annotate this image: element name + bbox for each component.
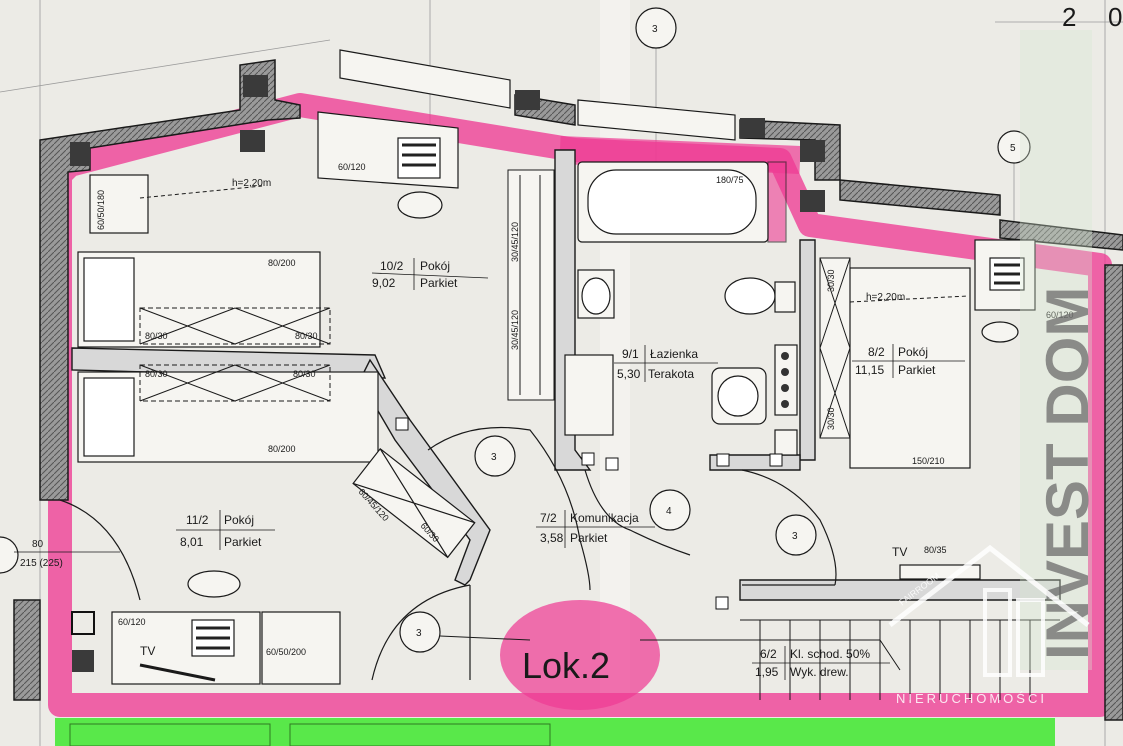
bed-8-dim: 150/210 <box>912 456 945 466</box>
svg-text:9,02: 9,02 <box>372 276 396 290</box>
door-swings <box>59 426 837 681</box>
night-4-dim: 80/30 <box>293 369 316 379</box>
highlight-label-area <box>500 600 660 710</box>
bed-2-dim: 80/200 <box>268 444 296 454</box>
wardrobe-diagonal <box>352 447 476 559</box>
tv-right-label: TV <box>892 545 907 559</box>
tv-left-label: TV <box>140 644 155 658</box>
svg-text:Parkiet: Parkiet <box>570 531 608 545</box>
svg-text:Pokój: Pokój <box>898 345 928 359</box>
bathroom-fixtures <box>564 161 798 456</box>
svg-text:6/2: 6/2 <box>760 647 777 661</box>
left-dim-215: 215 (225) <box>20 558 63 569</box>
hall-closets <box>507 169 851 439</box>
svg-text:7/2: 7/2 <box>540 511 557 525</box>
svg-text:9/1: 9/1 <box>622 347 639 361</box>
desk-bottom-dim: 60/120 <box>118 617 146 627</box>
page-number-cut: 0 <box>1108 2 1122 32</box>
wardrobe-mid-dim: 30/45/120 <box>510 222 520 262</box>
door-marker-d: 3 <box>792 531 798 542</box>
room-label-9: 9/1 Łazienka 5,30 Terakota <box>614 345 718 382</box>
cabinet-8b-dim: 30/30 <box>826 407 836 430</box>
inner-walls <box>71 149 1061 601</box>
svg-text:8/2: 8/2 <box>868 345 885 359</box>
left-dim-80: 80 <box>32 539 44 550</box>
svg-text:Łazienka: Łazienka <box>650 347 698 361</box>
door-marker-a: 3 <box>491 452 497 463</box>
page-number: 2 <box>1062 2 1076 32</box>
unit-label: Lok.2 <box>522 645 610 686</box>
room-label-11: 11/2 Pokój 8,01 Parkiet <box>176 510 275 550</box>
svg-text:8,01: 8,01 <box>180 535 204 549</box>
svg-text:5,30: 5,30 <box>617 367 641 381</box>
wardrobe-mid-2-dim: 30/45/120 <box>510 310 520 350</box>
desk-top-dim: 60/120 <box>338 162 366 172</box>
desk-room-11 <box>111 570 341 685</box>
watermark-brand: NIERUCHOMOŚCI <box>896 691 1047 706</box>
svg-text:Terakota: Terakota <box>648 367 694 381</box>
dresser-bottom-dim: 60/50/200 <box>266 647 306 657</box>
svg-text:Wyk. drew.: Wyk. drew. <box>790 665 849 679</box>
svg-text:Kl. schod. 50%: Kl. schod. 50% <box>790 647 870 661</box>
tv-stand-dim: 80/35 <box>924 545 947 555</box>
height-annotation-room-8: h=2,20m <box>866 292 905 303</box>
height-annotation-room-10: h=2,20m <box>232 178 271 189</box>
cabinet-8a-dim: 30/30 <box>826 269 836 292</box>
wardrobe-left-dim: 60/50/180 <box>96 190 106 230</box>
outer-walls <box>13 59 1123 721</box>
room-label-10: 10/2 Pokój 9,02 Parkiet <box>371 258 489 290</box>
svg-text:Parkiet: Parkiet <box>224 535 262 549</box>
desk-room-10 <box>317 111 459 219</box>
svg-text:3,58: 3,58 <box>540 531 564 545</box>
svg-text:Parkiet: Parkiet <box>420 276 458 290</box>
night-1-dim: 80/30 <box>145 331 168 341</box>
bed-1-dim: 80/200 <box>268 258 296 268</box>
door-marker-c: 4 <box>666 506 672 517</box>
night-2-dim: 80/30 <box>295 331 318 341</box>
axis-marker-3: 3 <box>652 24 658 35</box>
svg-text:Pokój: Pokój <box>224 513 254 527</box>
beds-left <box>77 251 379 463</box>
side-stamp-text: INVEST DOM <box>1034 287 1101 660</box>
axis-marker-5: 5 <box>1010 143 1016 154</box>
svg-text:10/2: 10/2 <box>380 259 404 273</box>
door-markers <box>0 7 1031 653</box>
svg-text:Komunikacja: Komunikacja <box>570 511 639 525</box>
svg-text:11/2: 11/2 <box>186 513 209 527</box>
desk-right-dim: 60/120 <box>1046 310 1074 320</box>
bath-dim: 180/75 <box>716 175 744 185</box>
night-3-dim: 80/30 <box>145 369 168 379</box>
door-marker-b: 3 <box>416 628 422 639</box>
nightstands <box>139 307 331 402</box>
room-8-furniture <box>849 239 1036 580</box>
svg-text:Pokój: Pokój <box>420 259 450 273</box>
svg-text:Parkiet: Parkiet <box>898 363 936 377</box>
svg-text:11,15: 11,15 <box>855 363 884 377</box>
room-label-6: 6/2 Kl. schod. 50% 1,95 Wyk. drew. <box>752 646 890 680</box>
svg-text:1,95: 1,95 <box>755 665 779 679</box>
room-label-8: 8/2 Pokój 11,15 Parkiet <box>852 344 965 378</box>
room-label-7: 7/2 Komunikacja 3,58 Parkiet <box>536 510 655 548</box>
green-strip <box>55 718 1055 746</box>
